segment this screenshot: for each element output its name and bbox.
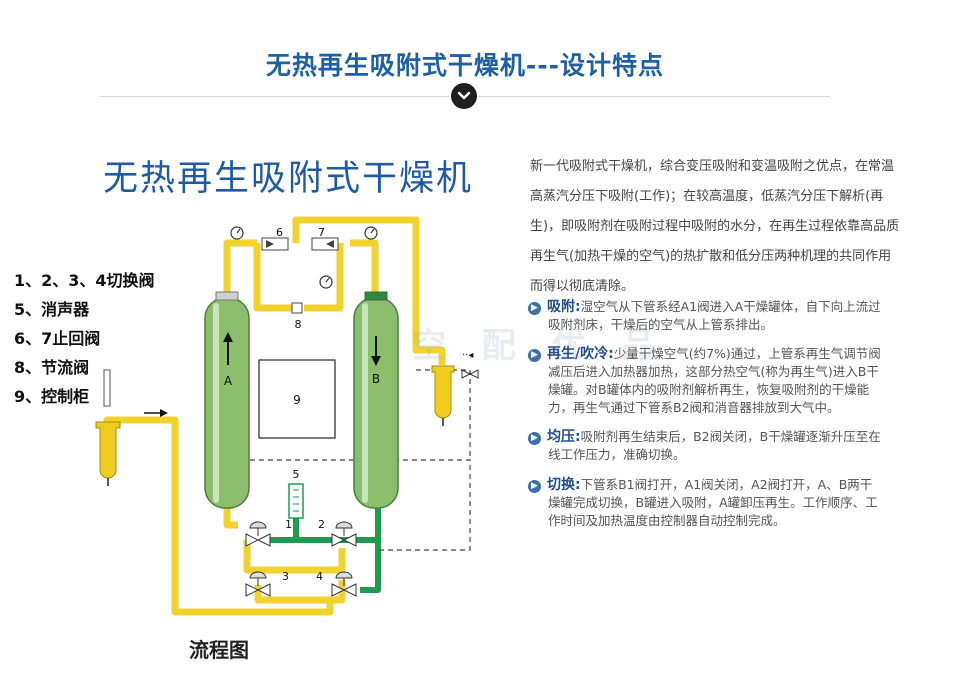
feature-label: 切换: [547, 477, 581, 493]
feature-line: 作时间及加热温度由控制器自动控制完成。 [548, 513, 786, 528]
valve-4-label: 4 [316, 570, 323, 583]
switch-valve-2: 2 [318, 518, 357, 547]
inlet-arrow-icon [144, 409, 168, 417]
tower-a-label: A [224, 374, 233, 388]
intro-line: 新一代吸附式干燥机，综合变压吸附和变温吸附之优点，在常温 [530, 159, 895, 174]
switch-valve-4: 4 [316, 570, 357, 597]
bullet-arrow-icon: ▶ [528, 302, 541, 315]
inlet-filter [95, 369, 121, 486]
feature-line: 湿空气从下管系经A1阀进入A干燥罐体，自下向上流过 [580, 299, 881, 314]
switch-valve-1: 1 [245, 518, 292, 547]
feature-label: 均压: [547, 429, 581, 445]
chevron-down-icon[interactable] [451, 83, 477, 109]
feature-switching: ▶ 切换:下管系B1阀打开，A1阀关闭，A2阀打开，A、B两干 燥罐完成切换，B罐… [528, 476, 930, 530]
valve-6-label: 6 [276, 226, 283, 239]
check-valve-6: 6 [261, 226, 289, 251]
feature-line: 燥罐。对B罐体内的吸附剂解析再生，恢复吸附剂的干燥能 [548, 382, 870, 397]
switch-valve-3: 3 [245, 570, 289, 597]
valve-7-label: 7 [318, 226, 325, 239]
flow-caption: 流程图 [189, 638, 249, 662]
intro-line: 而得以彻底清除。 [530, 279, 635, 294]
valve-8-label: 8 [295, 318, 302, 331]
outlet-direction-icon: ··◂ [462, 350, 473, 361]
valve-2-label: 2 [318, 518, 325, 531]
pressure-gauges [230, 226, 378, 289]
legend-item: 1、2、3、4切换阀 [14, 271, 155, 290]
intro-line: 生)，即吸附剂在吸附过程中吸附的水分，在再生过程依靠高品质 [530, 219, 900, 234]
intro-line: 高蒸汽分压下吸附(工作)；在较高温度，低蒸汽分压下解析(再 [530, 189, 884, 204]
feature-line: 吸附剂再生结束后，B2阀关闭，B干燥罐逐渐升压至在 [580, 429, 881, 444]
diagram-title: 无热再生吸附式干燥机 [103, 159, 474, 199]
bullet-arrow-icon: ▶ [528, 432, 541, 445]
legend-item: 5、消声器 [14, 300, 90, 319]
feature-line: 燥罐完成切换，B罐进入吸附，A罐卸压再生。工作顺序、工 [548, 495, 878, 510]
intro-paragraph: 新一代吸附式干燥机，综合变压吸附和变温吸附之优点，在常温 高蒸汽分压下吸附(工作… [530, 152, 930, 302]
legend-item: 8、节流阀 [14, 358, 90, 377]
valve-1-label: 1 [285, 518, 292, 531]
feature-line: 少量干燥空气(约7%)通过，上管系再生气调节阀 [613, 346, 881, 361]
feature-line: 力，再生气通过下管系B2阀和消音器排放到大气中。 [548, 400, 840, 415]
feature-line: 减压后进入加热器加热，这部分热空气(称为再生气)进入B干 [548, 364, 879, 379]
tower-b-label: B [372, 372, 380, 386]
control-cabinet: 9 [258, 359, 336, 439]
feature-line: 下管系B1阀打开，A1阀关闭，A2阀打开，A、B两干 [580, 477, 873, 492]
bullet-arrow-icon: ▶ [528, 480, 541, 493]
legend-item: 6、7止回阀 [14, 329, 101, 348]
silencer-5: 5 [288, 468, 304, 519]
throttle-valve-8: 8 [291, 302, 303, 331]
silencer-5-label: 5 [293, 468, 300, 481]
tower-a: A [204, 291, 250, 509]
feature-line: 吸附剂床，干燥后的空气从上管系排出。 [548, 317, 774, 332]
feature-label: 吸附: [547, 299, 581, 315]
cabinet-label: 9 [293, 393, 301, 407]
outlet-filter: ··◂ [431, 350, 479, 426]
valve-legend: 1、2、3、4切换阀 5、消声器 6、7止回阀 8、节流阀 9、控制柜 [14, 266, 155, 411]
page-title: 无热再生吸附式干燥机---设计特点 [265, 51, 665, 80]
feature-line: 线工作压力，准确切换。 [548, 447, 686, 462]
intro-line: 再生气(加热干燥的空气)的热扩散和低分压两种机理的共同作用 [530, 249, 892, 264]
legend-item: 9、控制柜 [14, 387, 90, 406]
tower-b: B [353, 291, 399, 509]
check-valve-7: 7 [311, 226, 339, 251]
feature-regeneration: ▶ 再生/吹冷:少量干燥空气(约7%)通过，上管系再生气调节阀 减压后进入加热器加… [528, 345, 930, 417]
valve-3-label: 3 [282, 570, 289, 583]
feature-adsorption: ▶ 吸附:湿空气从下管系经A1阀进入A干燥罐体，自下向上流过 吸附剂床，干燥后的空… [528, 298, 930, 334]
feature-label: 再生/吹冷: [547, 346, 614, 362]
bullet-arrow-icon: ▶ [528, 349, 541, 362]
feature-equalization: ▶ 均压:吸附剂再生结束后，B2阀关闭，B干燥罐逐渐升压至在 线工作压力，准确切换… [528, 428, 930, 464]
